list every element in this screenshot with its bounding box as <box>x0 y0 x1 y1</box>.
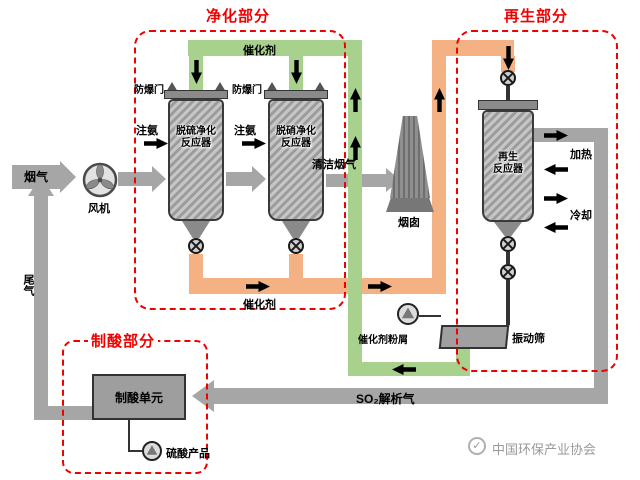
regeneration-reactor-vessel <box>482 110 534 222</box>
chimney-base <box>386 198 434 212</box>
so2-gas-downcomer <box>594 128 608 404</box>
acid-section-title: 制酸部分 <box>88 330 159 351</box>
regeneration-reactor-label: 再生 反应器 <box>482 152 534 176</box>
reactor1-to-reactor2-arrowhead <box>252 166 266 192</box>
catalyst-return-pipe-top <box>188 40 362 56</box>
purification-section-outline <box>134 30 346 310</box>
explosion-door-label-2: 防爆门 <box>232 85 262 96</box>
regen-top-flange <box>478 100 538 110</box>
vibrating-screen-label: 振动筛 <box>512 333 545 345</box>
denitration-reactor-line2: 反应器 <box>281 138 311 149</box>
regen-to-screen-pipe <box>506 280 510 325</box>
acid-product-line-v <box>128 420 130 452</box>
spent-riser-up-arrow <box>434 88 445 112</box>
riser-up-arrow-1 <box>350 88 361 112</box>
cooling-in-arrow <box>544 193 568 204</box>
heating-out-arrow <box>544 164 568 175</box>
catalyst-dust-label: 催化剂粉屑 <box>358 335 408 346</box>
cooling-out-arrow <box>544 222 568 233</box>
clean-gas-pipe-a <box>326 174 348 187</box>
catalyst-down-arrow-1 <box>191 60 202 84</box>
fan-to-reactor1-arrowhead <box>152 166 166 192</box>
regeneration-reactor-line1: 再生 <box>498 152 518 163</box>
flue-gas-label: 烟气 <box>23 170 48 184</box>
spent-catalyst-right-arrow-2 <box>368 281 392 292</box>
reactor1-top-flange <box>164 90 228 99</box>
so2-gas-label: SO₂解析气 <box>356 392 415 406</box>
catalyst-return-left-arrow <box>392 364 416 375</box>
regen-outlet-valve1-icon <box>500 236 516 252</box>
ammonia-label-2: 注氨 <box>234 125 256 137</box>
clean-gas-pipe-b <box>362 174 386 187</box>
reactor1-to-reactor2-pipe <box>226 172 252 186</box>
flue-gas-inlet-arrow: 烟气 <box>12 165 60 189</box>
desulfurization-reactor-label: 脱硫净化 反应器 <box>168 126 224 150</box>
association-logo-icon: ✓ <box>468 437 486 455</box>
clean-gas-label: 清洁烟气 <box>312 159 356 171</box>
regen-inlet-pipe <box>506 86 510 100</box>
pump-to-screen-line <box>419 315 441 317</box>
reactor1-valve-icon <box>188 238 204 254</box>
regen-inlet-valve-icon <box>500 70 516 86</box>
fan-label: 风机 <box>88 203 110 215</box>
chimney-label: 烟囱 <box>398 217 420 229</box>
reactor2-top-flange <box>264 90 328 99</box>
explosion-vent-icon <box>314 82 326 92</box>
explosion-door-label-1: 防爆门 <box>134 85 164 96</box>
spent-catalyst-riser <box>432 40 446 294</box>
tail-gas-label: 尾气 <box>22 274 34 296</box>
reactor2-valve-icon <box>288 238 304 254</box>
catalyst-bottom-label: 催化剂 <box>243 299 276 311</box>
regeneration-reactor-line2: 反应器 <box>493 164 523 175</box>
catalyst-down-arrow-2 <box>291 60 302 84</box>
acid-product-line-h <box>130 450 142 452</box>
catalyst-top-label: 催化剂 <box>243 45 276 57</box>
watermark-text: 中国环保产业协会 <box>492 442 597 457</box>
reactor1-discharge-drop <box>189 254 203 282</box>
desulfurization-reactor-line1: 脱硫净化 <box>176 126 216 137</box>
denitration-reactor-vessel <box>268 99 324 221</box>
reactor2-discharge-drop <box>289 254 303 282</box>
riser-up-arrow-2 <box>350 136 361 160</box>
dust-blower-icon <box>397 303 419 325</box>
catalyst-return-riser <box>348 40 362 376</box>
ammonia-label-1: 注氨 <box>136 125 158 137</box>
tail-gas-riser <box>34 194 48 420</box>
fan-icon <box>82 162 118 198</box>
regen-outlet-pipe1 <box>506 252 510 264</box>
regeneration-section-outline <box>456 30 618 372</box>
acid-unit: 制酸单元 <box>92 374 186 420</box>
ammonia-inject-arrow-1 <box>144 138 168 149</box>
chimney-body <box>390 116 430 198</box>
flue-gas-inlet-arrowhead <box>60 161 76 193</box>
regen-outlet-valve2-icon <box>500 264 516 280</box>
explosion-vent-icon <box>166 82 178 92</box>
acid-unit-label: 制酸单元 <box>114 390 163 405</box>
spent-catalyst-right-arrow-1 <box>246 281 270 292</box>
pump-impeller-icon <box>146 445 158 455</box>
heating-in-arrow <box>544 130 568 141</box>
acid-product-label: 硫酸产品 <box>166 448 210 460</box>
heating-label: 加热 <box>570 149 592 161</box>
regeneration-section-title: 再生部分 <box>504 8 569 25</box>
cooling-label: 冷却 <box>570 210 592 222</box>
desulfurization-reactor-vessel <box>168 99 224 221</box>
explosion-vent-icon <box>214 82 226 92</box>
desulfurization-reactor-line2: 反应器 <box>181 138 211 149</box>
acid-pump-icon <box>142 441 162 461</box>
ammonia-inject-arrow-2 <box>242 138 266 149</box>
explosion-vent-icon <box>266 82 278 92</box>
spent-catalyst-pipe-top <box>432 40 514 56</box>
denitration-reactor-label: 脱硝净化 反应器 <box>268 126 324 150</box>
so2-gas-pipe-top <box>532 128 608 142</box>
regen-feed-down-arrow <box>503 46 514 70</box>
blower-impeller-icon <box>401 307 415 319</box>
purification-section-title: 净化部分 <box>206 8 271 25</box>
so2-pipe-arrowhead <box>192 380 214 412</box>
denitration-reactor-line1: 脱硝净化 <box>276 126 316 137</box>
so2-gas-pipe-bottom <box>214 388 608 404</box>
